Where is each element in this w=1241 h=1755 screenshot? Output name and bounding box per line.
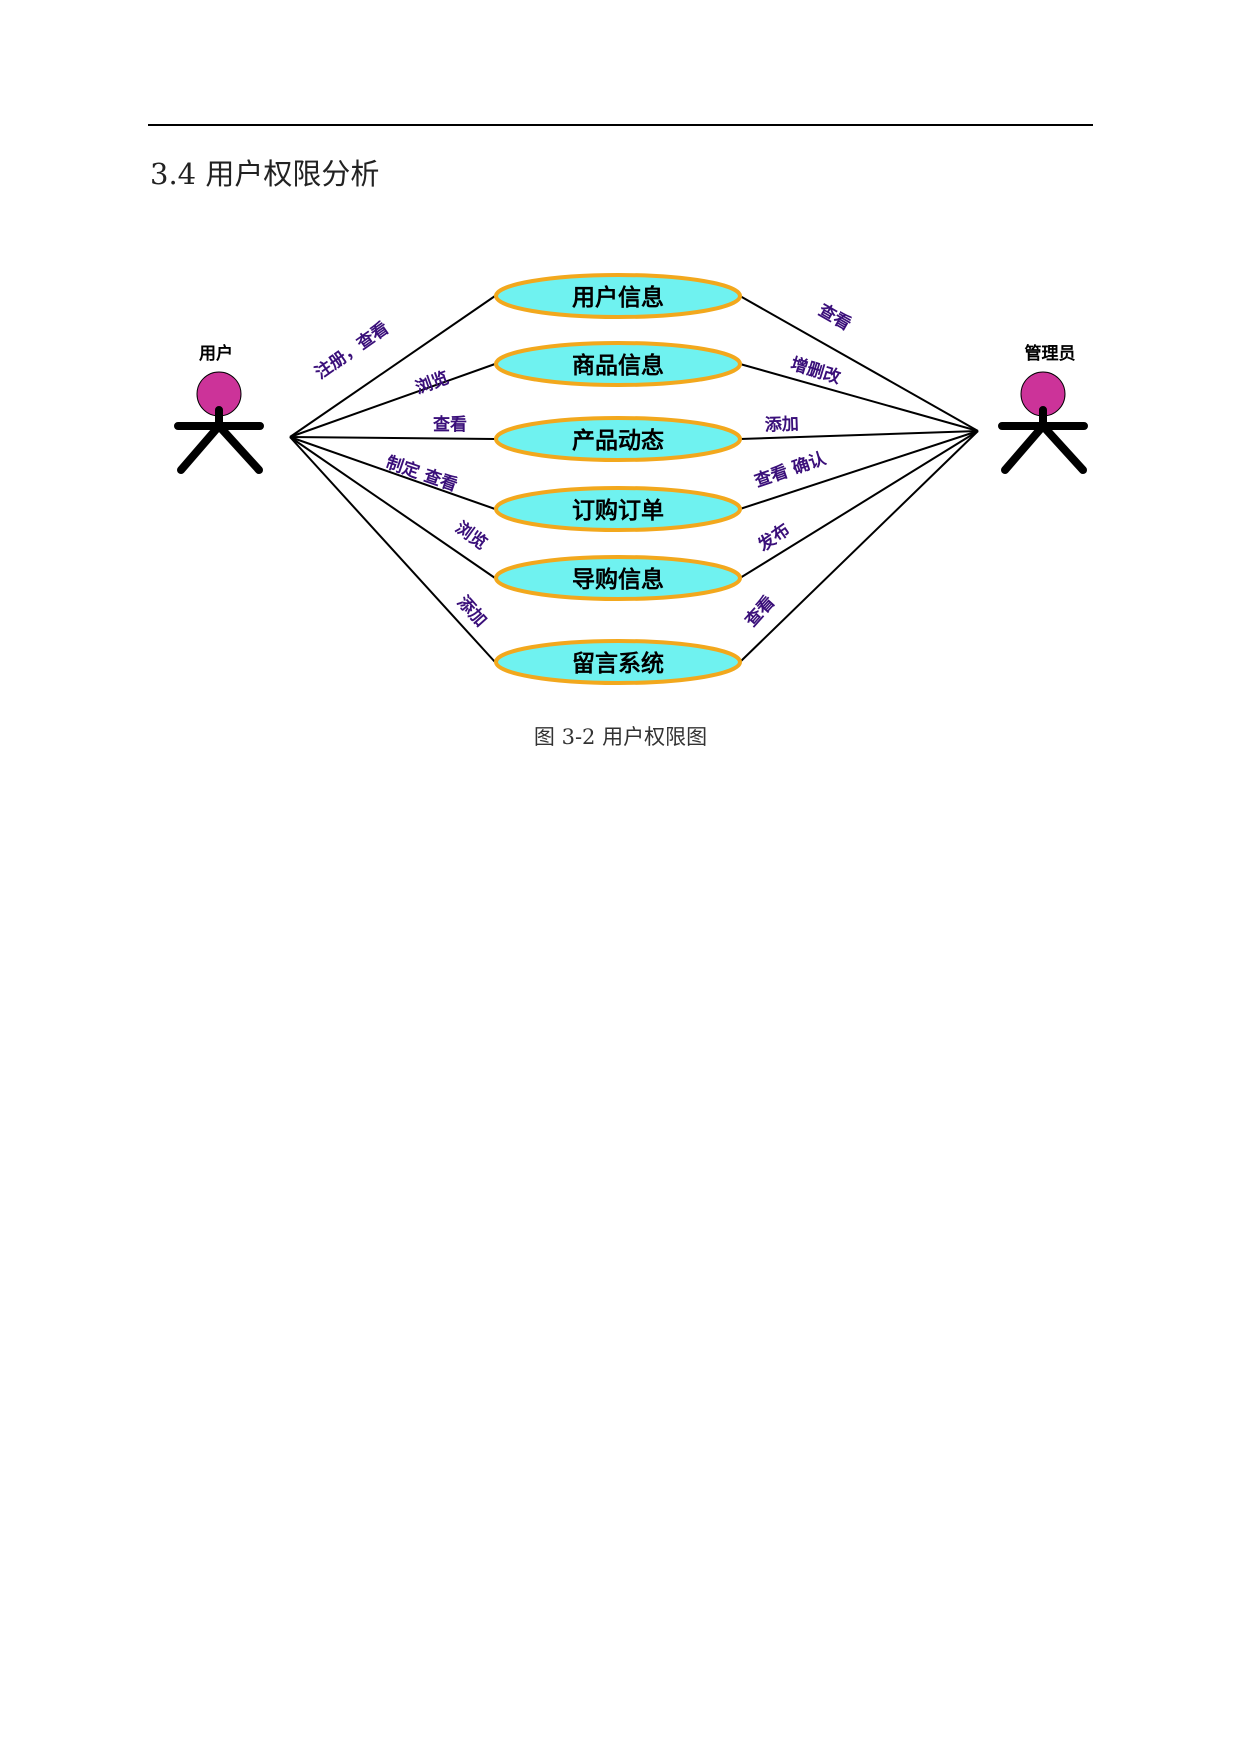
usecase-6: 留言系统 <box>494 639 742 685</box>
usecase-3: 产品动态 <box>494 416 742 462</box>
admin-edge-lines <box>739 295 979 663</box>
user-edge-lines <box>289 295 496 663</box>
actor-user: 用户 <box>174 343 264 474</box>
user-edge-labels: 注册，查看 浏览 查看 制定 查看 浏览 添加 <box>311 318 491 631</box>
usecase-label: 订购订单 <box>572 498 664 524</box>
user-edge-label-1: 注册，查看 <box>311 318 393 384</box>
user-edge-line-6 <box>289 436 496 663</box>
usecase-ellipse <box>494 416 742 462</box>
user-edge-label-2: 浏览 <box>413 367 452 398</box>
actor-admin: 管理员 <box>998 343 1088 474</box>
admin-edge-line-4 <box>739 430 979 510</box>
usecase-ellipse <box>494 486 742 532</box>
usecase-label: 商品信息 <box>572 352 664 379</box>
usecase-4: 订购订单 <box>494 486 742 532</box>
user-edge-label-4: 制定 查看 <box>383 452 460 496</box>
figure-caption: 图 3-2 用户权限图 <box>533 725 708 749</box>
admin-edge-line-2 <box>739 363 979 432</box>
admin-edge-line-1 <box>739 295 979 432</box>
usecase-ellipse <box>494 341 742 387</box>
actor-user-body <box>174 406 264 474</box>
usecase-ellipse <box>494 555 742 601</box>
user-edge-line-4 <box>289 436 496 510</box>
user-edge-label-6: 添加 <box>453 592 491 631</box>
admin-edge-line-6 <box>739 430 979 663</box>
usecase-ellipse <box>494 639 742 685</box>
usecase-label: 导购信息 <box>572 566 664 593</box>
admin-edge-label-3: 添加 <box>764 413 799 435</box>
admin-edge-labels: 查看 增删改 添加 查看 确认 发布 查看 <box>740 299 855 632</box>
actor-admin-body <box>998 406 1088 474</box>
usecase-5: 导购信息 <box>494 555 742 601</box>
admin-edge-line-3 <box>739 430 979 440</box>
admin-edge-label-1: 查看 <box>814 299 855 335</box>
header-rule <box>148 124 1093 126</box>
section-title: 3.4 用户权限分析 <box>150 157 380 191</box>
actor-user-label: 用户 <box>199 343 233 364</box>
admin-edge-label-5: 发布 <box>753 519 794 556</box>
usecase-1: 用户信息 <box>494 273 742 319</box>
user-permission-diagram: 用户 管理员 用户信息 商品信息 产品动态 订购订单 导购信息 留言系统 注册，… <box>174 273 1088 685</box>
usecase-label: 用户信息 <box>572 284 664 311</box>
user-edge-label-5: 浏览 <box>451 517 491 554</box>
admin-edge-label-4: 查看 确认 <box>751 448 830 493</box>
user-edge-line-2 <box>289 363 496 438</box>
user-edge-line-5 <box>289 436 496 579</box>
user-edge-line-3 <box>289 436 496 440</box>
actor-admin-label: 管理员 <box>1025 343 1076 364</box>
user-edge-label-3: 查看 <box>432 414 467 435</box>
admin-edge-label-2: 增删改 <box>788 353 844 388</box>
user-edge-line-1 <box>289 295 496 438</box>
admin-edge-label-6: 查看 <box>740 592 779 632</box>
admin-edge-line-5 <box>739 430 979 579</box>
usecase-label: 产品动态 <box>572 427 664 454</box>
usecase-2: 商品信息 <box>494 341 742 387</box>
usecase-ellipse <box>494 273 742 319</box>
usecase-label: 留言系统 <box>572 650 664 677</box>
